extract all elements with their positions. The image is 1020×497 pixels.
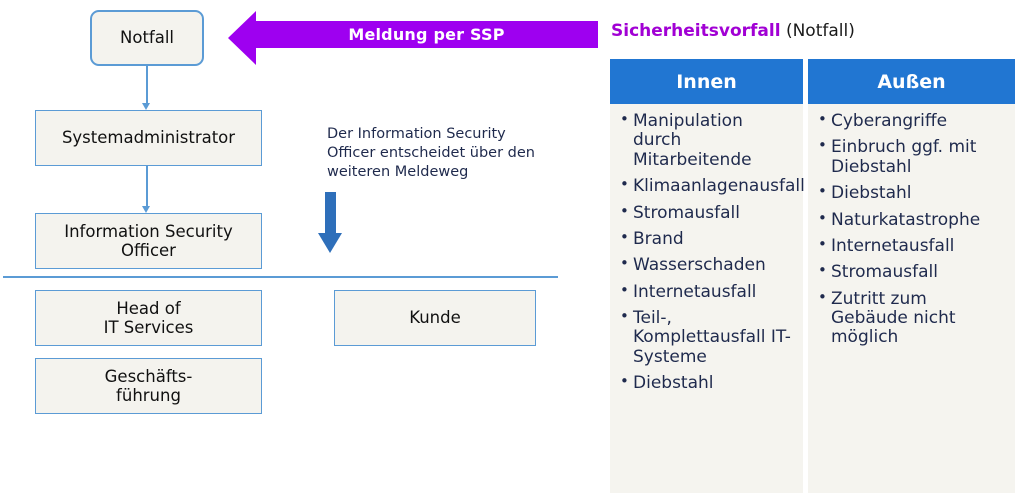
list-item: Cyberangriffe — [816, 111, 1007, 131]
flow-node-head-of-it-services[interactable]: Head of IT Services — [35, 290, 262, 346]
banner-arrow-head — [228, 11, 256, 65]
list-item: Internetausfall — [618, 282, 795, 302]
table-column-innen: Innen Manipulation durch Mitarbeitende K… — [610, 59, 805, 493]
down-arrow-head — [318, 233, 342, 253]
connector-arrowhead — [142, 103, 150, 110]
flow-node-systemadministrator[interactable]: Systemadministrator — [35, 110, 262, 166]
connector-systemadministrator-to-iso — [146, 166, 148, 207]
page-title-suffix: (Notfall) — [785, 21, 855, 41]
down-arrow-shaft — [325, 192, 336, 234]
flow-node-label: Head of IT Services — [103, 298, 194, 337]
banner-label: Meldung per SSP — [255, 21, 598, 48]
list-item: Stromausfall — [618, 202, 795, 223]
connector-notfall-to-systemadministrator — [146, 66, 148, 104]
list-item: Manipulation durch Mitarbeitende — [618, 111, 795, 170]
flow-node-label: Notfall — [120, 28, 174, 48]
list-item: Einbruch ggf. mit Diebstahl — [816, 137, 1007, 177]
incident-table: Innen Manipulation durch Mitarbeitende K… — [610, 59, 1015, 493]
flow-node-label: Geschäfts- führung — [104, 366, 193, 405]
flow-node-information-security-officer[interactable]: Information Security Officer — [35, 213, 262, 269]
table-column-body: Cyberangriffe Einbruch ggf. mit Diebstah… — [808, 104, 1015, 493]
table-column-body: Manipulation durch Mitarbeitende Klimaan… — [610, 104, 805, 493]
flow-node-label: Information Security Officer — [64, 221, 233, 260]
list-item: Klimaanlagenausfall — [618, 176, 805, 196]
flow-node-label: Kunde — [409, 308, 461, 328]
table-column-aussen: Außen Cyberangriffe Einbruch ggf. mit Di… — [808, 59, 1015, 493]
section-divider — [3, 276, 558, 278]
page-title-strong: Sicherheitsvorfall — [611, 21, 781, 41]
list-item: Diebstahl — [816, 183, 1007, 203]
flow-node-kunde[interactable]: Kunde — [334, 290, 536, 346]
banner-label-text: Meldung per SSP — [348, 25, 505, 44]
list-item: Internetausfall — [816, 236, 1007, 256]
list-item: Zutritt zum Gebäude nicht möglich — [816, 289, 1007, 348]
connector-arrowhead — [142, 206, 150, 213]
flow-node-label: Systemadministrator — [61, 128, 236, 148]
decision-note: Der Information Security Officer entsche… — [327, 126, 535, 181]
list-item: Stromausfall — [816, 262, 1007, 282]
table-column-header: Außen — [808, 59, 1015, 104]
flow-node-geschaeftsfuehrung[interactable]: Geschäfts- führung — [35, 358, 262, 414]
flow-node-notfall[interactable]: Notfall — [90, 10, 204, 66]
list-item: Diebstahl — [618, 373, 795, 393]
list-item: Teil-, Komplettausfall IT-Systeme — [618, 308, 795, 367]
list-item: Brand — [618, 229, 795, 249]
list-item: Naturkatastrophe — [816, 209, 1007, 230]
list-item: Wasserschaden — [618, 255, 795, 275]
banner-arrow-shaft — [255, 21, 598, 48]
page-title: Sicherheitsvorfall (Notfall) — [611, 21, 855, 41]
table-column-header: Innen — [610, 59, 803, 104]
